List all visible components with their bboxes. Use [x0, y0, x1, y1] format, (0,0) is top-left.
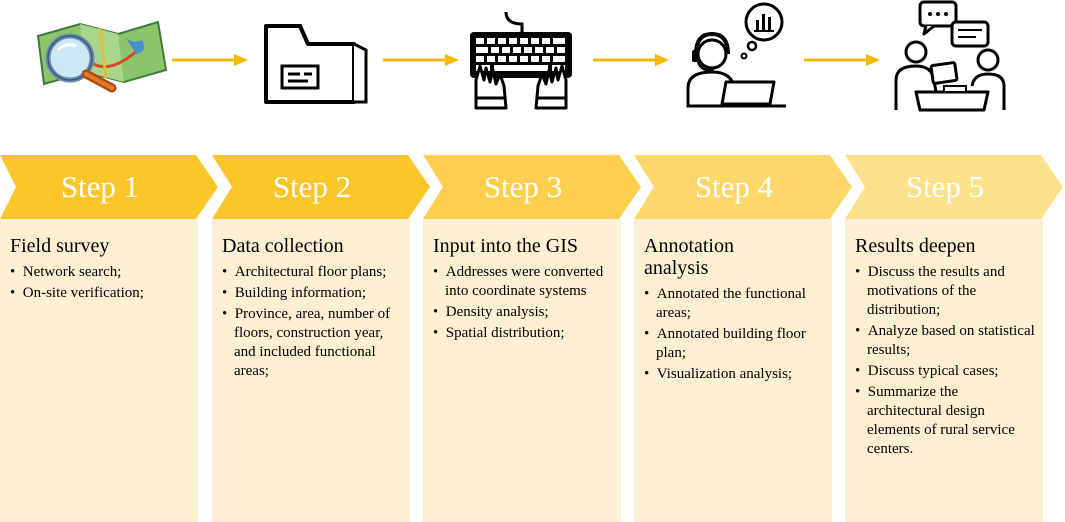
- flow-arrow-1: [172, 54, 248, 66]
- bullet-item: Summarize the architectural design eleme…: [855, 383, 1035, 459]
- bullet-item: Building information;: [222, 284, 402, 303]
- bullet-item: Density analysis;: [433, 303, 613, 322]
- step-2-banner: Step 2: [212, 155, 430, 219]
- step-4-label: Step 4: [694, 169, 774, 204]
- step-1-bullets: Network search; On-site verification;: [10, 263, 190, 303]
- step-3-panel: Input into the GIS Addresses were conver…: [423, 219, 621, 522]
- bullet-item: Visualization analysis;: [644, 365, 824, 384]
- flow-arrow-4: [804, 54, 880, 66]
- flow-arrow-2: [383, 54, 459, 66]
- bullet-item: Discuss typical cases;: [855, 362, 1035, 381]
- bullet-item: Annotated the functional areas;: [644, 285, 824, 323]
- bullet-item: On-site verification;: [10, 284, 190, 303]
- step-2-title: Data collection: [222, 235, 344, 257]
- bullet-item: Analyze based on statistical results;: [855, 322, 1035, 360]
- step-5-title: Results deepen: [855, 235, 976, 257]
- step-1-panel: Field survey Network search; On-site ver…: [0, 219, 198, 522]
- step-4-banner: Step 4: [634, 155, 852, 219]
- bullet-item: Province, area, number of floors, constr…: [222, 305, 402, 381]
- bullet-item: Annotated building floor plan;: [644, 325, 824, 363]
- step-5-label: Step 5: [905, 169, 985, 204]
- step-4-panel: Annotation analysis Annotated the functi…: [634, 219, 832, 522]
- step-4-bullets: Annotated the functional areas; Annotate…: [644, 285, 824, 384]
- step-1-banner: Step 1: [0, 155, 218, 219]
- bullet-item: Architectural floor plans;: [222, 263, 402, 282]
- step-5-banner: Step 5: [845, 155, 1063, 219]
- keyboard-typing-icon: [470, 11, 572, 110]
- folder-icon: [264, 24, 368, 104]
- meeting-discussion-icon: [894, 0, 1006, 112]
- bullet-item: Addresses were converted into coordinate…: [433, 263, 613, 301]
- step-1-title: Field survey: [10, 235, 110, 257]
- step-2-panel: Data collection Architectural floor plan…: [212, 219, 410, 522]
- flow-arrow-3: [593, 54, 669, 66]
- step-4-title: Annotation analysis: [644, 235, 734, 279]
- bullet-item: Spatial distribution;: [433, 324, 613, 343]
- step-1-label: Step 1: [60, 169, 140, 204]
- step-2-bullets: Architectural floor plans; Building info…: [222, 263, 402, 381]
- step-5-bullets: Discuss the results and motivations of t…: [855, 263, 1035, 459]
- step-3-label: Step 3: [483, 169, 563, 204]
- support-agent-analytics-icon: [686, 2, 786, 108]
- step-3-bullets: Addresses were converted into coordinate…: [433, 263, 613, 343]
- step-5-panel: Results deepen Discuss the results and m…: [845, 219, 1043, 522]
- bullet-item: Network search;: [10, 263, 190, 282]
- bullet-item: Discuss the results and motivations of t…: [855, 263, 1035, 320]
- map-magnifier-icon: [36, 20, 168, 93]
- step-3-banner: Step 3: [423, 155, 641, 219]
- step-2-label: Step 2: [272, 169, 352, 204]
- step-3-title: Input into the GIS: [433, 235, 578, 257]
